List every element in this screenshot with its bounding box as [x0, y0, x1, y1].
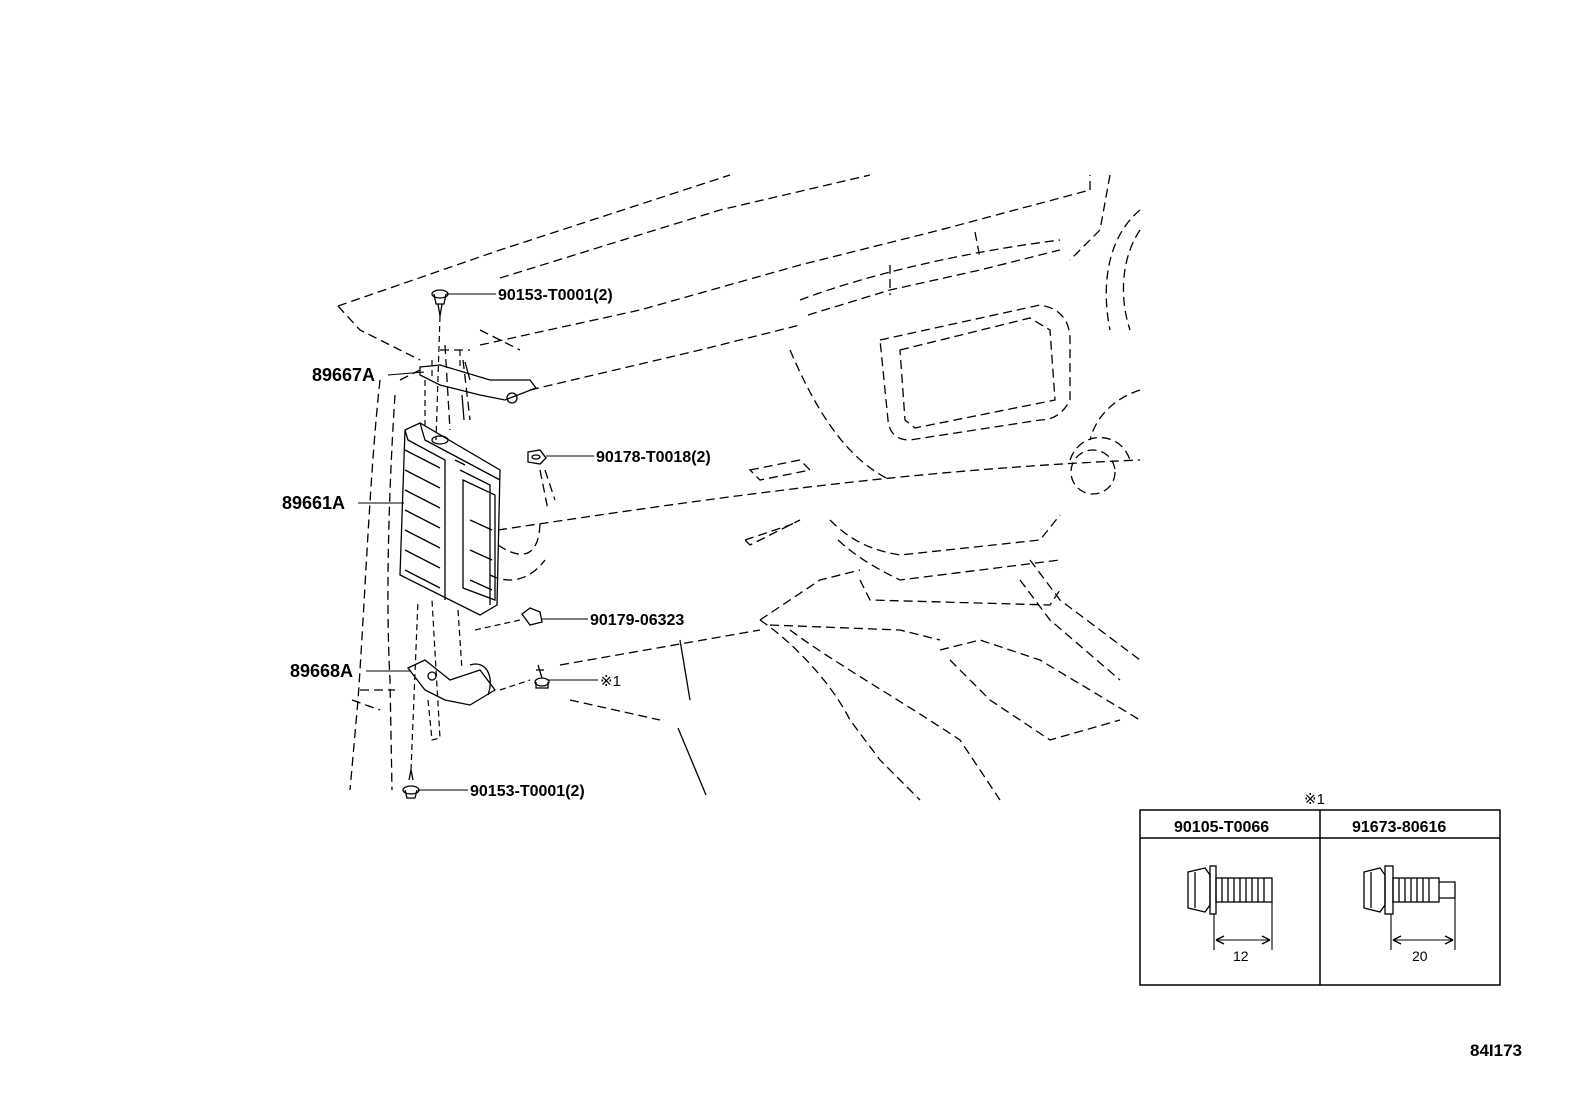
bolt-90105-length: 12	[1233, 948, 1249, 964]
bolt-table-col1-part: 90105-T0066	[1174, 819, 1269, 836]
label-bracket-upper: 89667A	[312, 365, 375, 385]
screw-bottom-icon	[402, 769, 420, 799]
assembly-guide-lines	[410, 315, 531, 771]
label-ecu: 89661A	[282, 493, 345, 513]
bolt-ref-icon	[534, 664, 550, 689]
upper-bracket-89667A	[419, 361, 538, 421]
bolt-91673-icon	[1363, 865, 1456, 950]
bolt-table-title: ※1	[1304, 791, 1325, 808]
bolt-91673-length: 20	[1412, 948, 1428, 964]
dashboard-outline	[337, 174, 1141, 801]
figure-id: 84I173	[1470, 1041, 1522, 1060]
leader-lines	[358, 293, 598, 791]
clip-icon	[521, 607, 543, 626]
nut-icon	[527, 449, 547, 465]
bolt-90105-icon	[1187, 865, 1273, 950]
screw-top-icon	[431, 289, 449, 317]
bolt-table: ※1 90105-T0066 91673-80616 12	[1139, 791, 1501, 986]
label-screw-top: 90153-T0001(2)	[498, 287, 613, 304]
lower-bracket-89668A	[406, 659, 496, 706]
label-clip: 90179-06323	[590, 612, 684, 629]
bolt-table-col2-part: 91673-80616	[1352, 819, 1446, 836]
label-bolt-ref: ※1	[600, 673, 621, 690]
ecu-89661A	[399, 422, 501, 616]
label-screw-bottom: 90153-T0001(2)	[470, 783, 585, 800]
label-bracket-lower: 89668A	[290, 661, 353, 681]
label-nut: 90178-T0018(2)	[596, 449, 711, 466]
